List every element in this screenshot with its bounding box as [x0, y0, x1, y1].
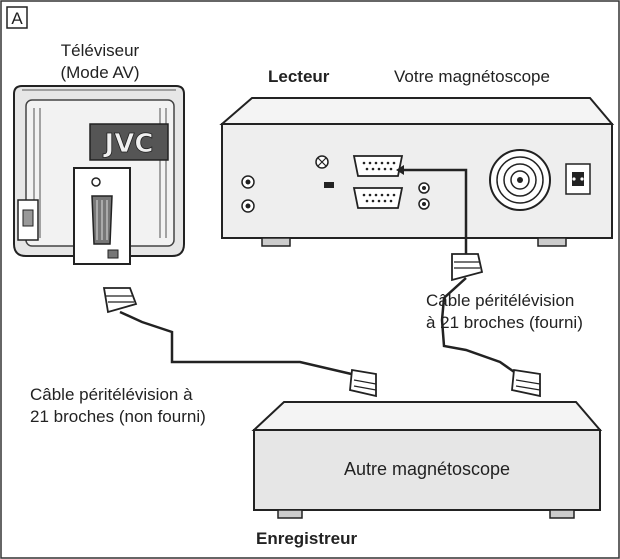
- scart-cable-not-supplied: [119, 310, 361, 378]
- player-role-label: Lecteur: [268, 67, 330, 86]
- recorder-name-label: Autre magnétoscope: [343, 459, 511, 479]
- fan-grille: [489, 149, 551, 211]
- recorder-vcr: [251, 401, 603, 519]
- cable-supplied-line2: à 21 broches (fourni): [426, 313, 583, 332]
- cable-not-supplied-label: Câble péritélévision à 21 broches (non f…: [30, 384, 206, 428]
- cable-supplied-label: Câble péritélévision à 21 broches (fourn…: [426, 290, 583, 334]
- scart-plug-tv: [102, 287, 138, 314]
- scart-cable-supplied: [440, 277, 521, 378]
- scart-plug-recorder-right: [511, 368, 541, 398]
- scart-plug-player: [451, 253, 484, 282]
- scart-plug-recorder-left: [349, 368, 377, 398]
- cable-supplied-line1: Câble péritélévision: [426, 291, 575, 310]
- player-name-label: Votre magnétoscope: [394, 67, 550, 86]
- section-badge: A: [6, 6, 28, 29]
- player-scart-socket-bottom: [352, 187, 404, 209]
- tv-label-line2: (Mode AV): [60, 63, 140, 82]
- tv-label: Téléviseur (Mode AV): [40, 40, 160, 84]
- tv-label-line1: Téléviseur: [60, 41, 140, 60]
- cable-not-supplied-line2: 21 broches (non fourni): [30, 407, 206, 426]
- recorder-role-label: Enregistreur: [256, 529, 358, 548]
- player-scart-socket-top: [352, 155, 404, 177]
- tv-set: JVC: [13, 85, 185, 265]
- scart-cable-player-lead: [398, 168, 468, 258]
- jvc-logo: JVC: [103, 129, 154, 159]
- player-vcr: [219, 97, 615, 247]
- cable-not-supplied-line1: Câble péritélévision à: [30, 385, 193, 404]
- section-badge-letter: A: [11, 9, 23, 28]
